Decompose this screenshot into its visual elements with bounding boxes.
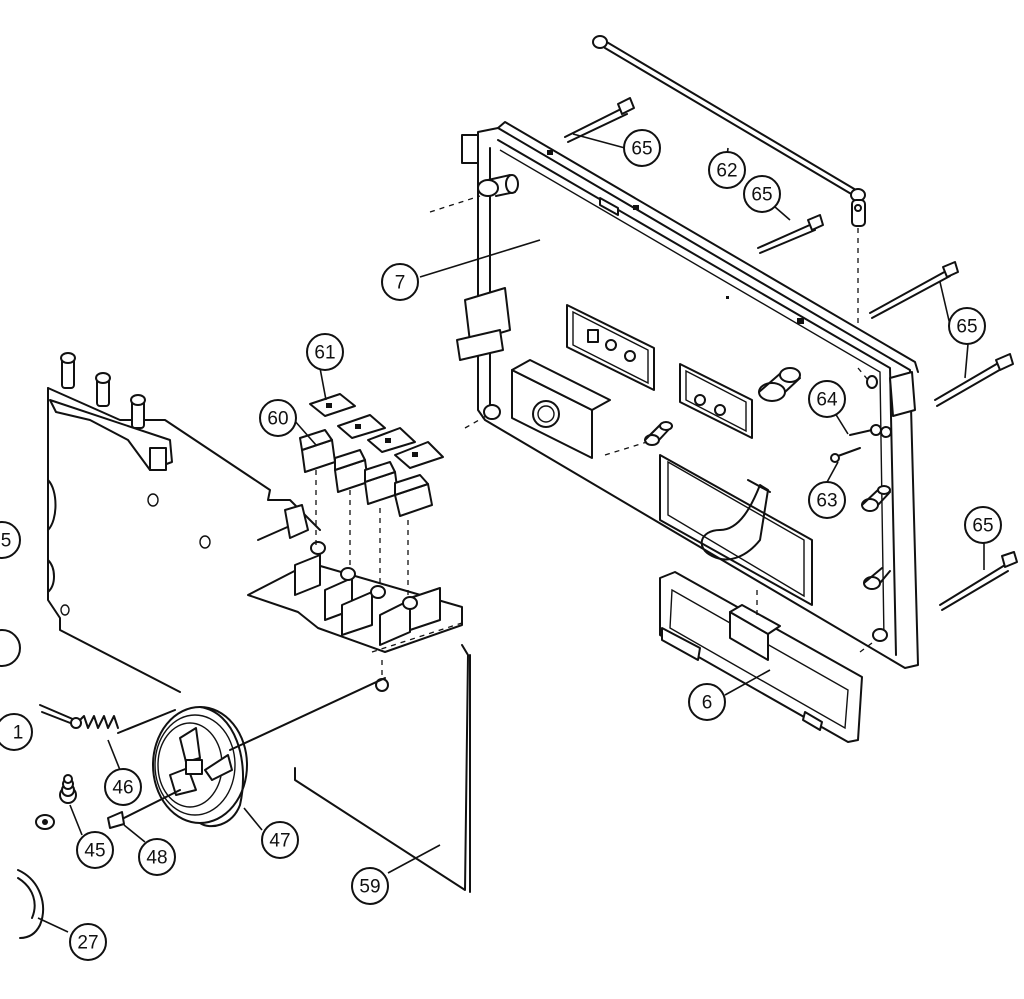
callout-fragment-left-top: 5 <box>0 521 21 559</box>
callout-label: 65 <box>751 185 772 206</box>
callout-65-right-upper: 65 <box>948 307 986 345</box>
callout-label: 59 <box>359 877 380 898</box>
callout-61: 61 <box>306 333 344 371</box>
switch-board-part <box>247 393 466 692</box>
callout-label: 61 <box>314 343 335 364</box>
callout-label: 48 <box>146 848 167 869</box>
callout-label: 45 <box>84 841 105 862</box>
callout-62: 62 <box>708 151 746 189</box>
battery-door-part <box>659 571 863 743</box>
callout-46: 46 <box>104 768 142 806</box>
callout-label: 7 <box>395 273 406 294</box>
callout-65-upper-mid: 65 <box>743 175 781 213</box>
callout-fragment-left-lower: 1 <box>0 713 33 751</box>
spring-and-screws <box>17 704 181 939</box>
small-screw-parts <box>830 424 882 463</box>
screw-part-65 <box>564 97 1018 611</box>
callout-label: 64 <box>816 390 838 411</box>
callout-48: 48 <box>138 838 176 876</box>
callout-label: 65 <box>956 317 977 338</box>
callout-6: 6 <box>688 683 726 721</box>
callout-label: 62 <box>716 161 737 182</box>
callout-27: 27 <box>69 923 107 961</box>
callout-label: 46 <box>112 778 133 799</box>
callout-60: 60 <box>259 399 297 437</box>
pcb-chassis-part <box>47 352 471 893</box>
callout-fragment-label: 1 <box>13 723 24 744</box>
callout-label: 65 <box>631 139 652 160</box>
callout-label: 47 <box>269 831 290 852</box>
callout-label: 60 <box>267 409 288 430</box>
callout-63: 63 <box>808 481 846 519</box>
telescopic-antenna-part <box>592 35 866 325</box>
callout-7: 7 <box>381 263 419 301</box>
callout-fragment-left-mid <box>0 629 21 667</box>
callout-65-top: 65 <box>623 129 661 167</box>
callout-fragment-label: 5 <box>1 531 12 552</box>
callout-label: 27 <box>77 933 98 954</box>
callout-64: 64 <box>808 380 846 418</box>
callout-59: 59 <box>351 867 389 905</box>
tuning-dial-part <box>152 677 386 828</box>
callout-label: 63 <box>816 491 837 512</box>
callout-label: 65 <box>972 516 993 537</box>
back-cabinet-part <box>429 121 919 669</box>
callout-label: 6 <box>702 693 713 714</box>
callout-65-right-lower: 65 <box>964 506 1002 544</box>
callout-47: 47 <box>261 821 299 859</box>
callout-45: 45 <box>76 831 114 869</box>
